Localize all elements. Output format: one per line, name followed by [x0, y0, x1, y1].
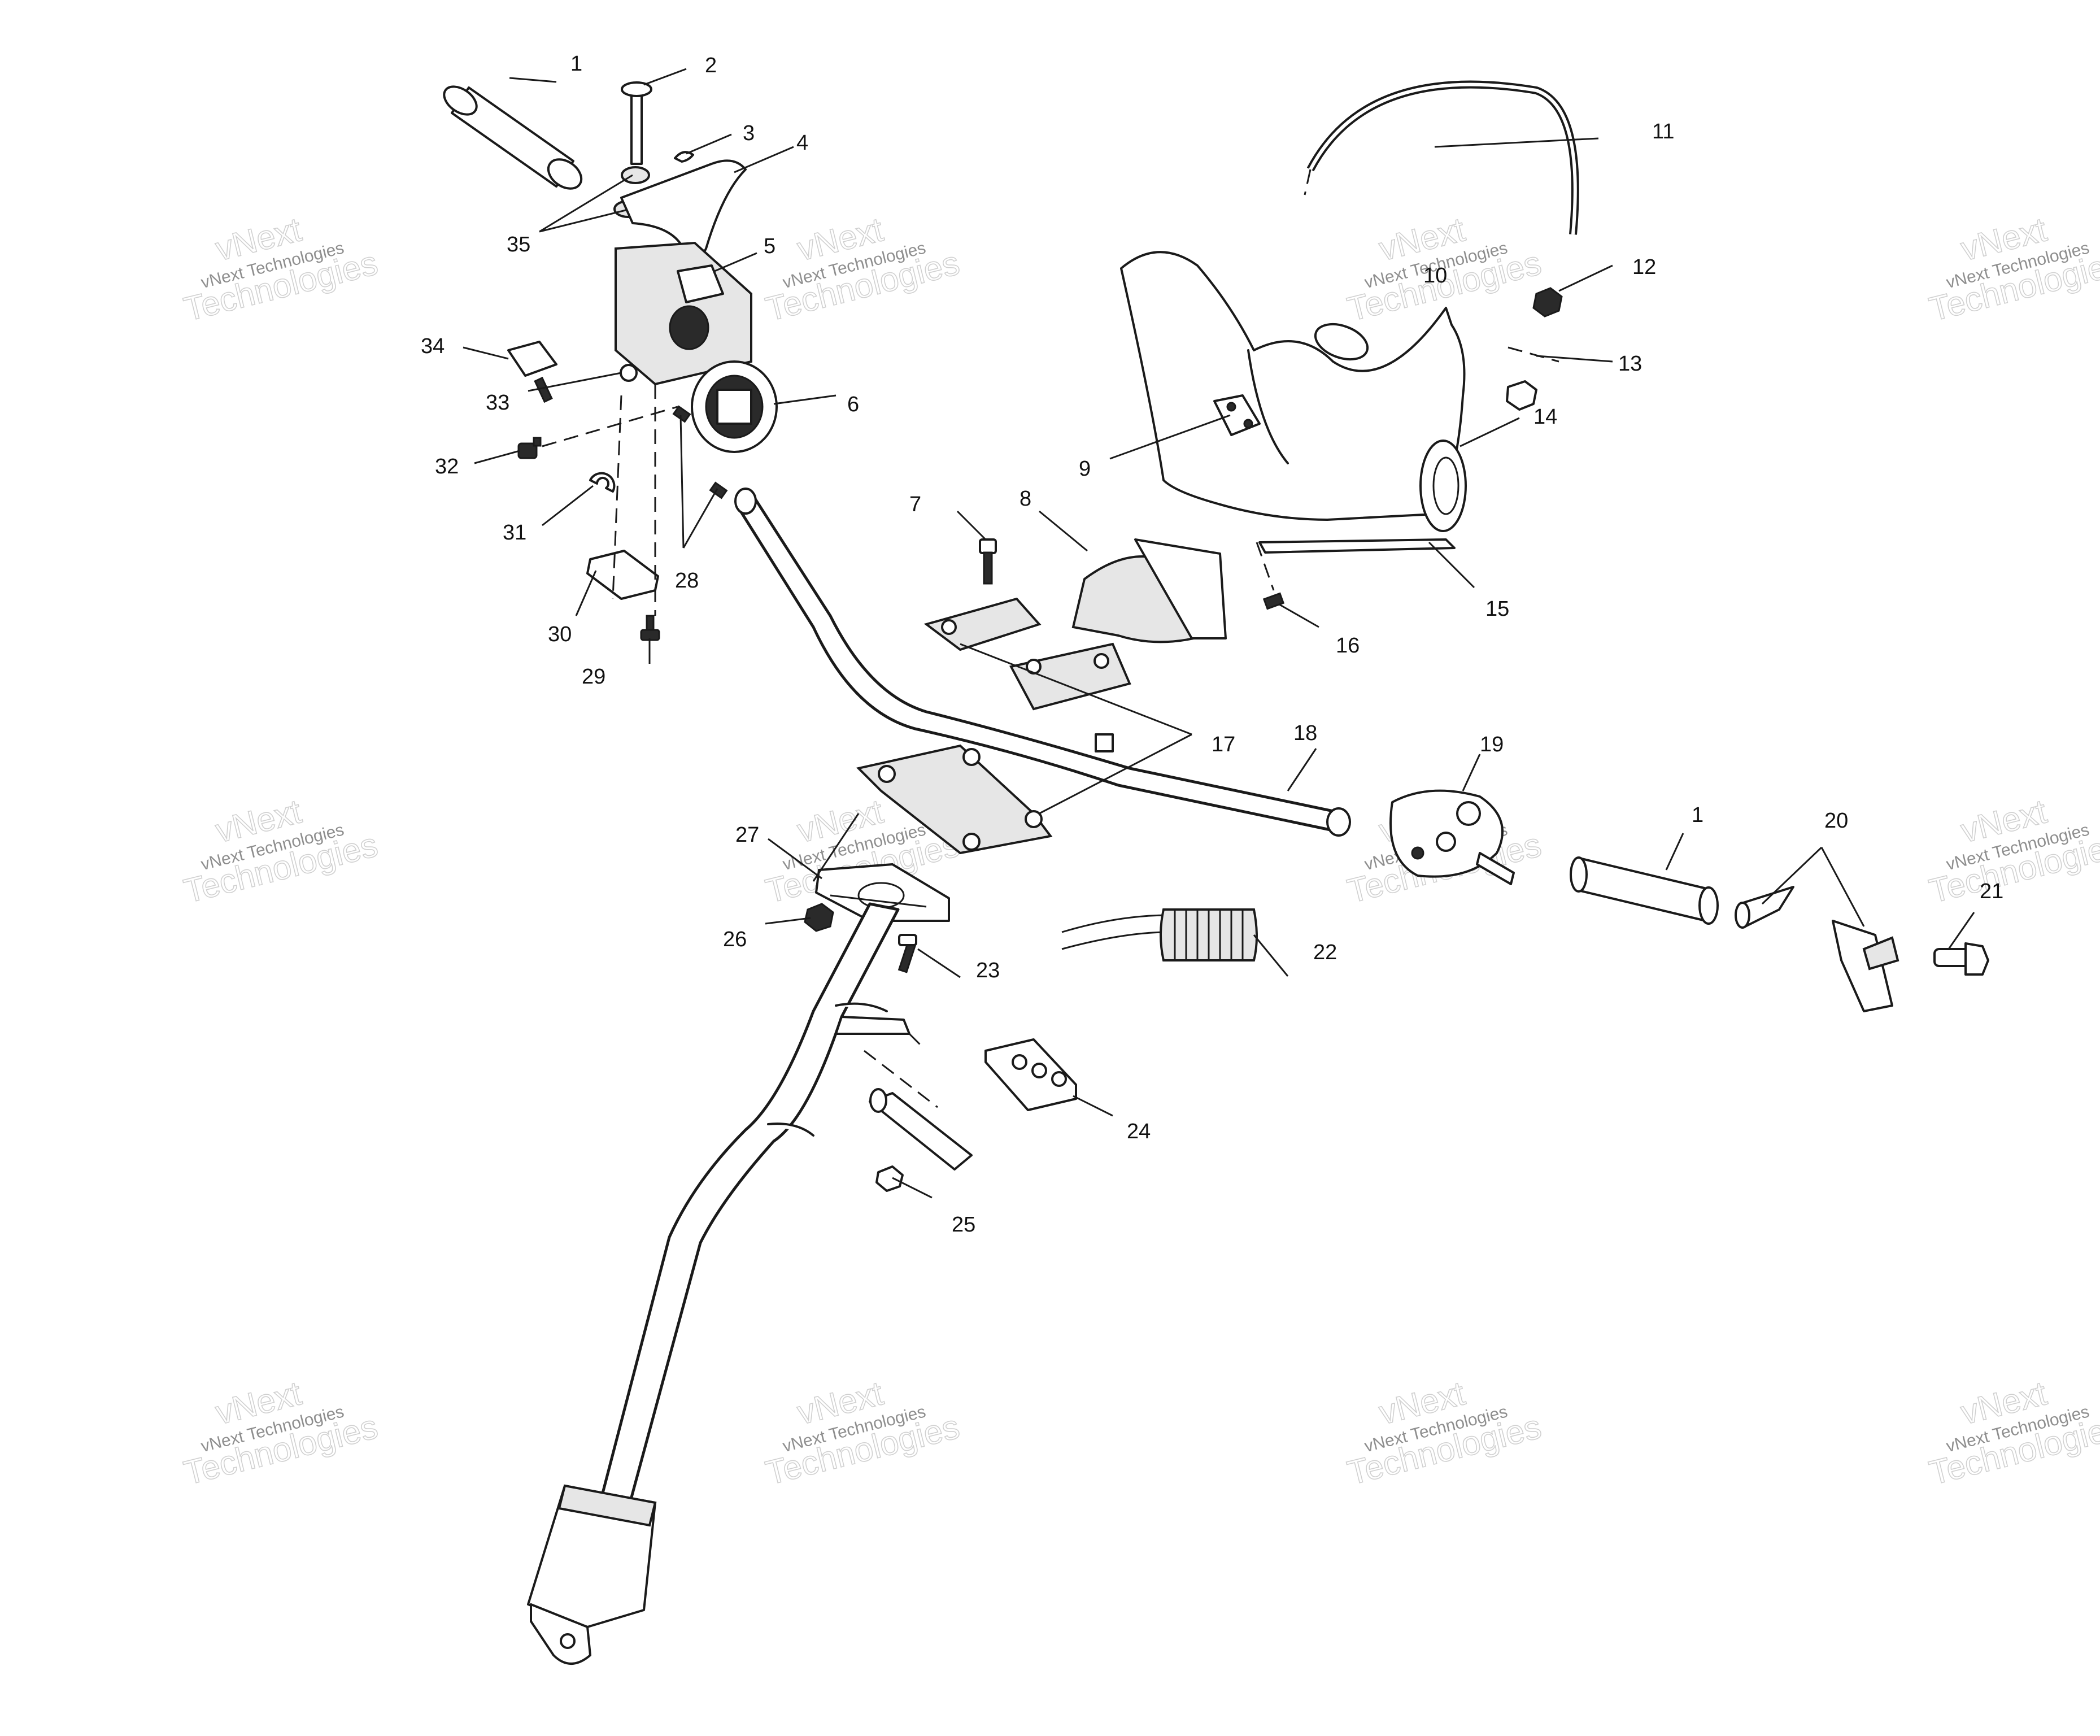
callout-label: 12 — [1632, 255, 1656, 279]
part-cable — [1304, 80, 1579, 235]
callout-label: 34 — [421, 334, 445, 358]
callout-label: 5 — [764, 234, 775, 258]
part-spacer — [869, 1088, 973, 1171]
part-nut-12 — [1532, 287, 1563, 317]
part-handlebar — [734, 488, 1351, 837]
part-trim-strip — [1258, 538, 1456, 554]
part-screws-28 — [672, 405, 728, 499]
part-lower-clamp — [856, 744, 1053, 855]
watermarks: vNext vNext Technologies Technologies vN… — [180, 210, 2100, 1492]
watermark: vNext vNext Technologies Technologies — [180, 791, 382, 910]
watermark: vNext vNext Technologies Technologies — [1925, 791, 2100, 910]
part-screw-23 — [897, 934, 917, 973]
callout-label: 17 — [1212, 733, 1235, 756]
callout-label: 8 — [1019, 487, 1031, 511]
watermark: vNext vNext Technologies Technologies — [761, 210, 964, 328]
callout-label: 32 — [435, 455, 459, 478]
callout-label: 10 — [1423, 264, 1447, 288]
part-ball — [620, 364, 638, 382]
callout-label: 31 — [503, 521, 526, 545]
callout-label: 11 — [1652, 120, 1674, 143]
part-clip-31 — [589, 472, 616, 493]
callout-label: 15 — [1485, 597, 1509, 621]
callout-label: 28 — [675, 569, 699, 593]
part-throttle-lever — [620, 159, 747, 261]
part-nut-13 — [1506, 380, 1537, 411]
watermark: vNext vNext Technologies Technologies — [1925, 1373, 2100, 1492]
callout-label: 14 — [1533, 405, 1557, 429]
part-mount-plate — [815, 863, 950, 922]
callout-label: 26 — [723, 928, 747, 951]
dash-12-13 — [1508, 346, 1559, 363]
part-headlight-housing — [1071, 538, 1227, 643]
callout-label: 21 — [1980, 880, 2003, 903]
dash-23-25 — [864, 1033, 938, 1108]
callout-label: 35 — [507, 233, 530, 256]
part-handlebar-pad — [1120, 251, 1467, 532]
part-nut-26 — [804, 903, 834, 932]
callout-label: 30 — [548, 623, 572, 646]
callout-label: 24 — [1127, 1120, 1151, 1143]
part-steering-post — [527, 902, 910, 1665]
part-right-grip — [1570, 856, 1719, 925]
callout-label: 13 — [1618, 352, 1642, 376]
part-screw-29 — [640, 615, 660, 641]
part-bracket — [984, 1038, 1077, 1111]
part-e-clip — [674, 151, 694, 163]
leader-lines — [463, 68, 1975, 1199]
part-left-grip — [443, 85, 583, 190]
callout-label: 27 — [735, 823, 759, 847]
callout-label: 16 — [1336, 634, 1360, 658]
callout-label: 29 — [582, 665, 605, 689]
part-upper-clamp — [923, 597, 1131, 711]
part-switch-housing — [691, 360, 778, 453]
callout-label: 25 — [952, 1213, 975, 1237]
watermark: vNext vNext Technologies Technologies — [180, 1373, 382, 1492]
part-bolt-7 — [979, 538, 997, 585]
callout-label: 1 — [570, 52, 582, 76]
part-o-ring — [1314, 323, 1369, 361]
watermark: vNext vNext Technologies Technologies — [1343, 1373, 1545, 1492]
part-cover-plate — [586, 550, 659, 600]
callout-label: 1 — [1692, 803, 1703, 827]
callout-label: 7 — [909, 493, 921, 516]
callout-label: 18 — [1293, 721, 1317, 745]
callout-label: 2 — [705, 54, 717, 77]
callout-label: 4 — [796, 131, 808, 155]
part-end-caps — [1735, 886, 1899, 1012]
watermark: vNext vNext Technologies Technologies — [1343, 210, 1545, 328]
callout-numbers: 1 2 3 4 5 6 7 8 9 10 11 12 13 14 15 16 1… — [421, 52, 2003, 1237]
part-screw-32 — [517, 437, 542, 459]
part-pivot-pin — [621, 81, 652, 165]
part-throttle-housing — [615, 241, 752, 386]
part-end-bolt — [1933, 942, 1989, 976]
part-heater-element — [1061, 908, 1258, 961]
watermark: vNext vNext Technologies Technologies — [180, 210, 382, 328]
callout-label: 19 — [1480, 733, 1504, 756]
watermark: vNext vNext Technologies Technologies — [761, 1373, 964, 1492]
callout-label: 23 — [976, 959, 1000, 982]
assembly-lines-left — [542, 384, 678, 616]
part-cable-adjuster — [507, 341, 557, 403]
watermark: vNext vNext Technologies Technologies — [1925, 210, 2100, 328]
callout-label: 6 — [847, 393, 859, 416]
callout-label: 20 — [1824, 809, 1848, 833]
part-screw-16 — [1256, 542, 1285, 610]
part-brake-switch — [1389, 789, 1515, 885]
callout-label: 22 — [1313, 941, 1337, 964]
callout-label: 3 — [743, 121, 755, 145]
part-nut-25 — [875, 1165, 904, 1192]
callout-label: 9 — [1079, 457, 1091, 481]
callout-label: 33 — [486, 391, 509, 415]
